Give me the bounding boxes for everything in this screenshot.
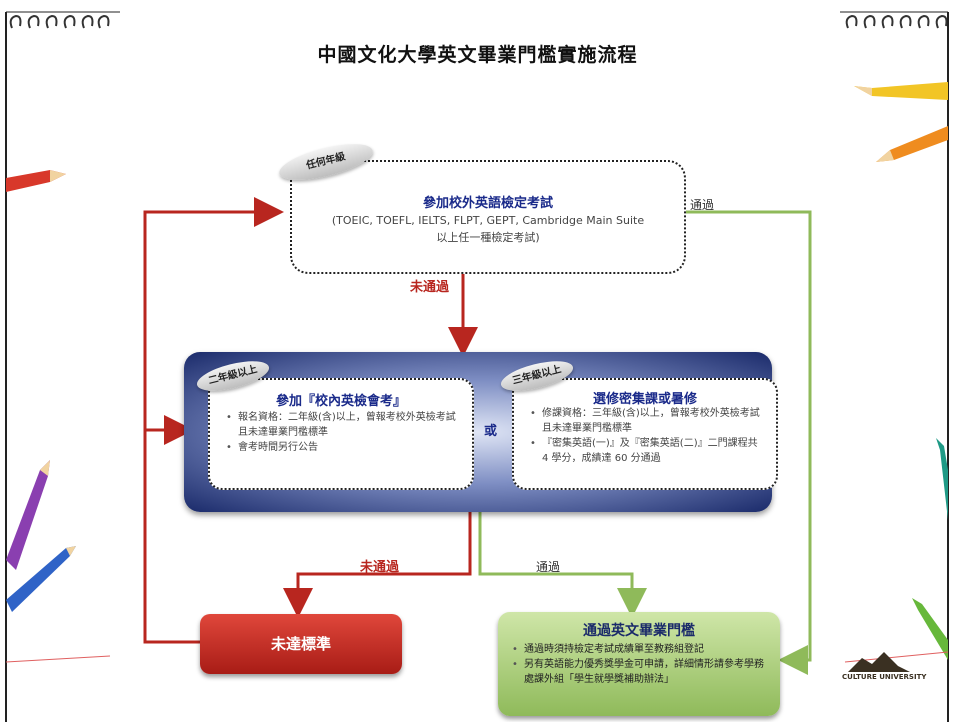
edge-label-pass-2: 通過	[536, 560, 561, 574]
edge-label-pass-1: 通過	[690, 198, 715, 212]
option-b-box: 選修密集課或暑修 修課資格：三年級(含)以上，曾報考校外英檢考試且未達畢業門檻標…	[512, 378, 778, 490]
result-pass-list: 通過時須持檢定考試成績單至教務組登記 另有英語能力優秀獎學金可申請，詳細情形請參…	[510, 642, 768, 687]
option-b-item-1: 修課資格：三年級(含)以上，曾報考校外英檢考試且未達畢業門檻標準	[528, 406, 764, 436]
logo-text: CULTURE UNIVERSITY	[842, 673, 927, 681]
step1-box: 參加校外英語檢定考試 (TOEIC, TOEFL, IELTS, FLPT, G…	[290, 160, 686, 274]
university-logo-icon	[848, 652, 910, 672]
edge-label-fail-2: 未通過	[360, 560, 400, 575]
yellow-pencil-icon	[854, 82, 948, 100]
result-pass-item-1: 通過時須持檢定考試成績單至教務組登記	[510, 642, 768, 657]
page-title: 中國文化大學英文畢業門檻實施流程	[317, 44, 638, 66]
option-b-heading: 選修密集課或暑修	[592, 392, 697, 407]
arrow-retry-step1	[143, 197, 284, 644]
spiral-binding-right-icon	[845, 14, 948, 29]
option-a-box: 參加『校內英檢會考』 報名資格：二年級(含)以上，曾報考校外英檢考試且未達畢業門…	[208, 378, 474, 490]
orange-pencil-icon	[876, 126, 948, 162]
option-a-item-1: 報名資格：二年級(含)以上，曾報考校外英檢考試且未達畢業門檻標準	[224, 410, 460, 440]
result-pass-item-2: 另有英語能力優秀獎學金可申請，詳細情形請參考學務處課外組「學生就學獎補助辦法」	[510, 657, 768, 687]
step1-note: 以上任一種檢定考試)	[436, 231, 540, 244]
option-b-item-2: 『密集英語(一)』及『密集英語(二)』二門課程共 4 學分，成績達 60 分通過	[528, 436, 764, 466]
teal-pencil-icon	[936, 438, 948, 520]
blue-pencil-icon	[6, 546, 76, 612]
option-a-item-2: 會考時間另行公告	[224, 440, 460, 455]
option-a-list: 報名資格：二年級(含)以上，曾報考校外英檢考試且未達畢業門檻標準 會考時間另行公…	[224, 410, 460, 455]
option-a-heading: 參加『校內英檢會考』	[275, 394, 406, 409]
red-pencil-icon	[6, 170, 66, 192]
step1-exams: (TOEIC, TOEFL, IELTS, FLPT, GEPT, Cambri…	[331, 214, 645, 227]
option-b-list: 修課資格：三年級(含)以上，曾報考校外英檢考試且未達畢業門檻標準 『密集英語(一…	[528, 406, 764, 466]
result-fail-box: 未達標準	[200, 614, 402, 674]
arrow-option-pass	[478, 512, 647, 618]
green-pencil-icon	[912, 598, 948, 660]
result-pass-box: 通過英文畢業門檻 通過時須持檢定考試成績單至教務組登記 另有英語能力優秀獎學金可…	[498, 612, 780, 716]
or-label: 或	[484, 424, 498, 439]
step1-heading: 參加校外英語檢定考試	[422, 196, 553, 211]
spiral-binding-left-icon	[9, 14, 110, 29]
purple-pencil-icon	[6, 460, 50, 570]
arrow-option-fail	[283, 512, 472, 618]
edge-label-fail-1: 未通過	[410, 280, 450, 295]
arrow-step1-pass	[682, 210, 812, 675]
result-pass-heading: 通過英文畢業門檻	[583, 623, 695, 639]
